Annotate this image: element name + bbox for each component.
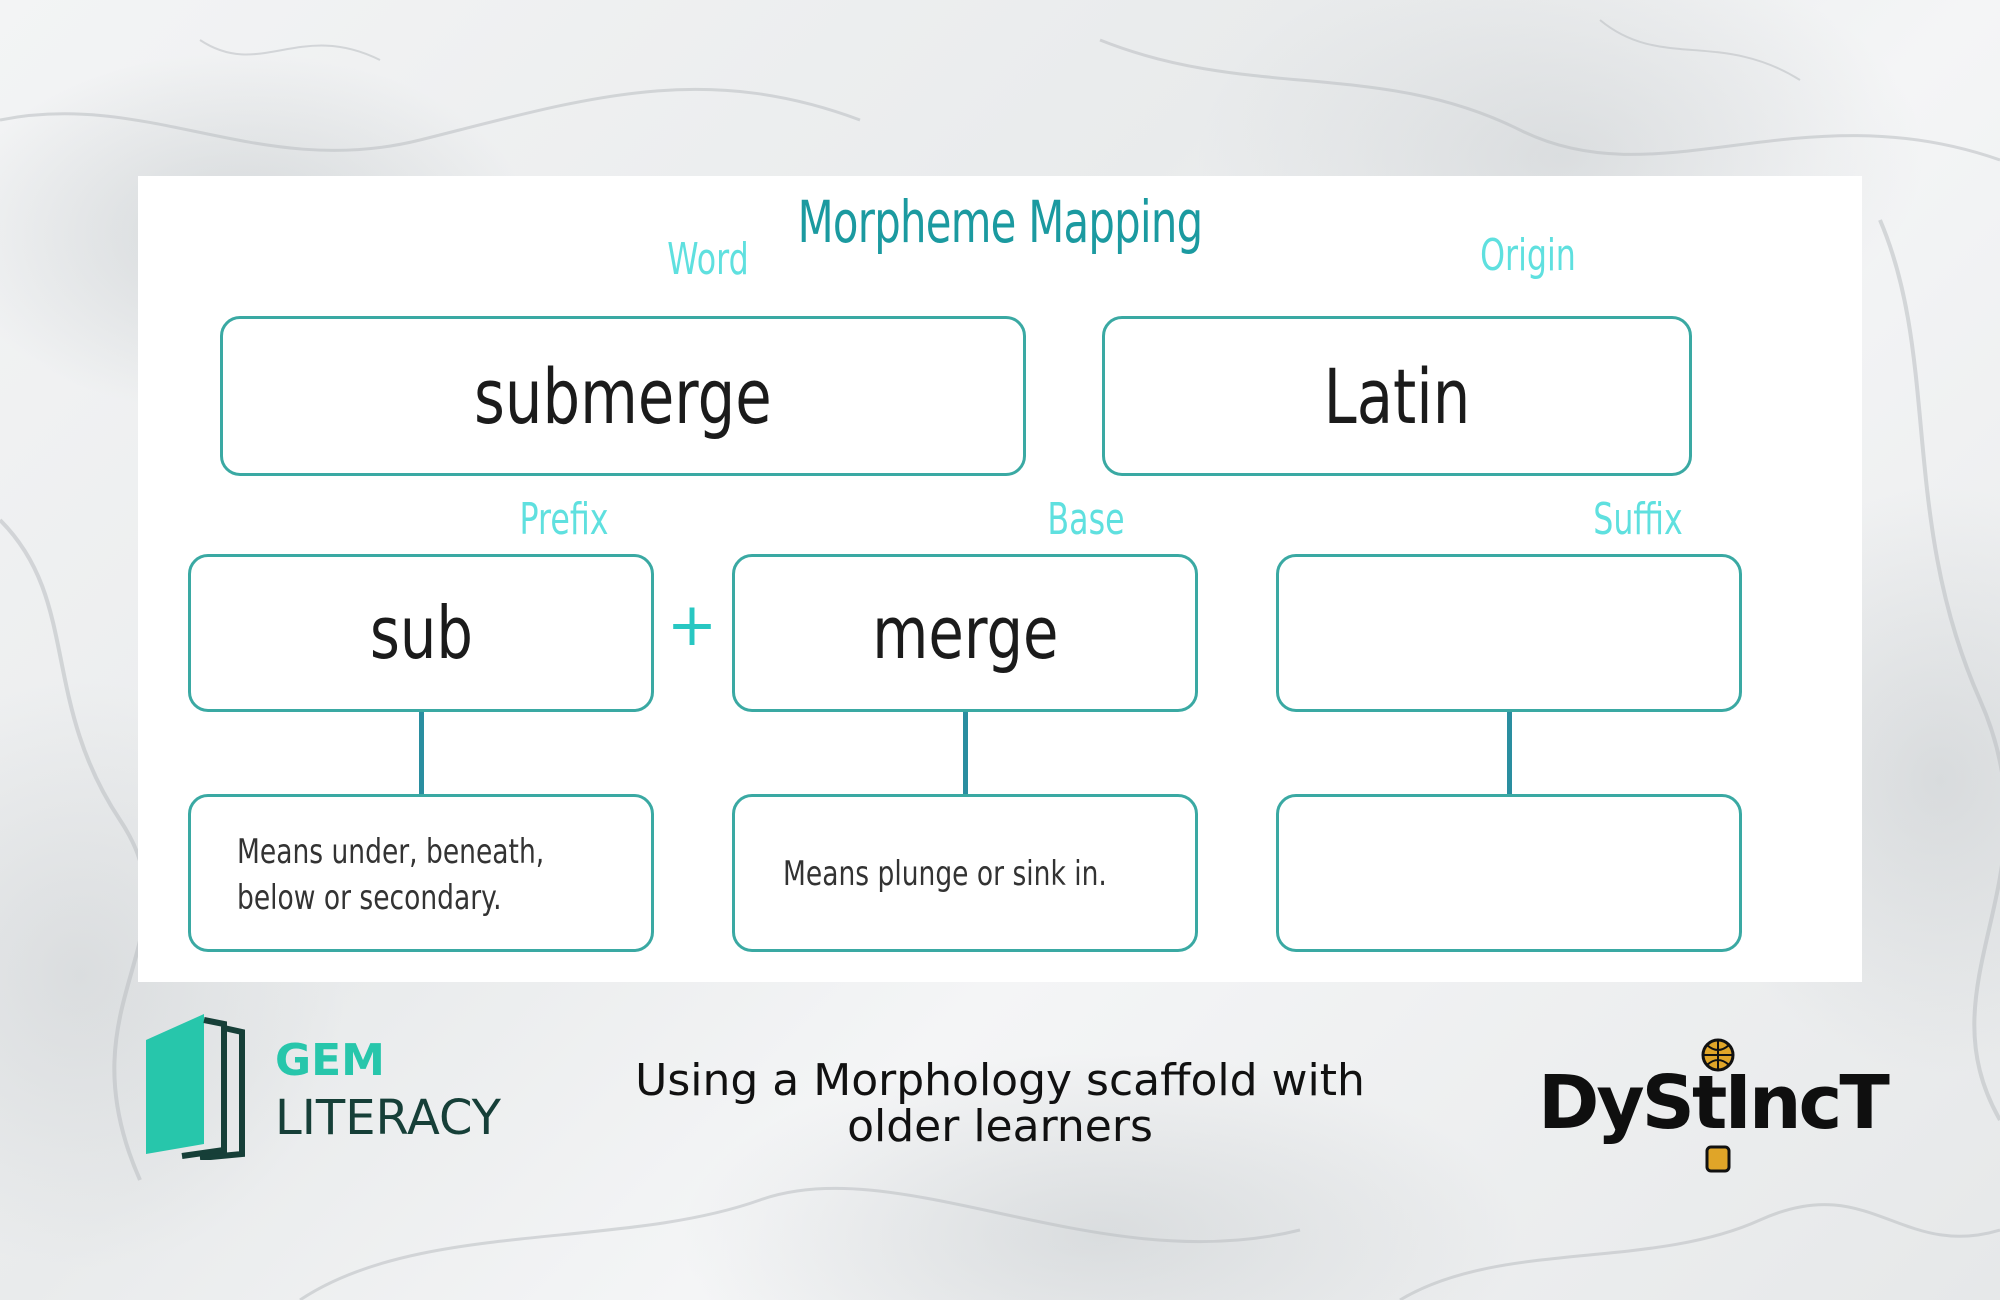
caption-line2: older learners	[847, 1101, 1153, 1152]
gem-word: GEM	[275, 1035, 385, 1086]
prefix-meaning-box: Means under, beneath, below or secondary…	[188, 794, 654, 952]
origin-label: Origin	[1480, 230, 1576, 281]
prefix-value: sub	[369, 591, 473, 675]
base-value: merge	[871, 591, 1059, 675]
caption-line1: Using a Morphology scaffold with	[635, 1055, 1365, 1106]
prefix-label: Prefix	[519, 494, 609, 545]
prefix-meaning-line1: Means under, beneath,	[237, 832, 545, 872]
base-connector	[963, 712, 968, 794]
suffix-meaning-box	[1276, 794, 1742, 952]
origin-box: Latin	[1102, 316, 1692, 476]
prefix-box: sub	[188, 554, 654, 712]
origin-value: Latin	[1323, 351, 1471, 441]
word-box: submerge	[220, 316, 1026, 476]
word-label: Word	[667, 234, 749, 285]
prefix-connector	[419, 712, 424, 794]
diagram-title: Morpheme Mapping	[797, 188, 1203, 256]
prefix-meaning-line2: below or secondary.	[237, 878, 502, 918]
base-meaning: Means plunge or sink in.	[783, 854, 1107, 894]
suffix-connector	[1507, 712, 1512, 794]
base-meaning-box: Means plunge or sink in.	[732, 794, 1198, 952]
morpheme-mapping-card: Morpheme Mapping Word Origin submerge La…	[138, 176, 1862, 982]
base-box: merge	[732, 554, 1198, 712]
plus-sign: +	[666, 590, 718, 660]
base-label: Base	[1047, 494, 1125, 545]
literacy-word: LITERACY	[275, 1090, 501, 1146]
globe-trophy-icon	[1701, 1038, 1735, 1173]
dystinct-logo: DyStIncT	[1538, 1060, 1890, 1146]
suffix-box	[1276, 554, 1742, 712]
gem-literacy-book-icon	[146, 1014, 245, 1160]
suffix-label: Suffix	[1593, 494, 1683, 545]
footer-caption: Using a Morphology scaffold with older l…	[560, 1058, 1440, 1150]
word-value: submerge	[474, 351, 772, 441]
